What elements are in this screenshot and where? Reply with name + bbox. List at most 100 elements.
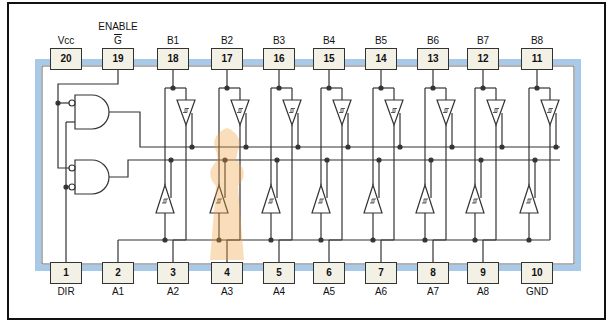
hysteresis-mark [237, 109, 243, 113]
enable-stub [501, 113, 502, 147]
wire [495, 125, 496, 240]
junction-dot [398, 145, 402, 149]
wire [483, 239, 550, 240]
hysteresis-mark [422, 199, 428, 203]
enable-stub [378, 160, 379, 198]
wire [474, 88, 475, 185]
pin-box: B712 [467, 48, 499, 70]
pin-number: 19 [103, 49, 133, 69]
wire [185, 88, 186, 100]
pin-box: ENABLEG19 [102, 48, 134, 70]
wire [393, 88, 394, 100]
wire [445, 125, 446, 240]
junction-dot [371, 238, 375, 242]
junction-dot [225, 86, 229, 90]
junction-dot [269, 238, 273, 242]
hysteresis-mark [370, 199, 376, 203]
enable-stub [170, 160, 171, 198]
hysteresis-mark [339, 109, 345, 113]
wire [58, 70, 118, 168]
pin-number: 12 [468, 49, 498, 69]
enable-stub [480, 160, 481, 198]
inverter-bubble [69, 184, 75, 190]
pin-box: 9A8 [467, 262, 499, 284]
wire [372, 213, 373, 240]
pin-box: B217 [211, 48, 243, 70]
junction-dot [431, 86, 435, 90]
wire [291, 125, 292, 240]
hysteresis-mark [493, 109, 499, 113]
enable-bus [109, 112, 560, 147]
junction-dot [171, 86, 175, 90]
pin-number: 1 [51, 263, 81, 283]
wire [445, 88, 446, 100]
enable-stub [451, 113, 452, 147]
pin-name: B7 [477, 35, 489, 47]
wire [495, 88, 496, 100]
wire [482, 70, 483, 88]
wire [432, 70, 433, 88]
junction-dot [500, 145, 504, 149]
pin-box: 6A5 [313, 262, 345, 284]
junction-dot [163, 238, 167, 242]
junction-dot [190, 145, 194, 149]
pin-name: B3 [273, 35, 285, 47]
wire [239, 88, 240, 100]
pin-number: 8 [418, 263, 448, 283]
junction-dot [535, 86, 539, 90]
wire [424, 213, 425, 240]
wire [328, 70, 329, 88]
pin-box: B811 [521, 48, 553, 70]
wire [270, 213, 271, 240]
junction-dot [533, 158, 537, 162]
hysteresis-mark [547, 109, 553, 113]
pin-box: 2A1 [102, 262, 134, 284]
pin-number: 10 [522, 263, 552, 283]
pin-name: G [114, 35, 122, 47]
hysteresis-mark [268, 199, 274, 203]
enable-stub [555, 113, 556, 147]
wire [372, 88, 373, 185]
pin-number: 6 [314, 263, 344, 283]
junction-dot [346, 145, 350, 149]
watermark-logo [210, 128, 244, 260]
pin-name: A6 [375, 286, 387, 298]
wire [393, 125, 394, 240]
junction-dot [377, 158, 381, 162]
enable-stub [347, 113, 348, 147]
pin-box: Vcc20 [50, 48, 82, 70]
junction-dot [244, 145, 248, 149]
hysteresis-mark [472, 199, 478, 203]
junction-dot [423, 238, 427, 242]
hysteresis-mark [526, 199, 532, 203]
wire [528, 213, 529, 240]
junction-dot [527, 238, 531, 242]
pin-box: B613 [417, 48, 449, 70]
pin-name: A2 [167, 286, 179, 298]
pin-box: B514 [365, 48, 397, 70]
pin-name: A8 [477, 286, 489, 298]
pin-name: A7 [427, 286, 439, 298]
wire [341, 125, 342, 240]
pin-box: 7A6 [365, 262, 397, 284]
hysteresis-mark [183, 109, 189, 113]
wire [66, 187, 69, 262]
pin-number: 20 [51, 49, 81, 69]
junction-dot [277, 86, 281, 90]
junction-dot [479, 158, 483, 162]
enable-stub [276, 160, 277, 198]
enable-stub [399, 113, 400, 147]
enable-bus [109, 160, 560, 177]
wiring [56, 70, 560, 262]
wire [164, 213, 165, 240]
and-gate [75, 160, 109, 194]
enable-stub [245, 113, 246, 147]
wire [482, 240, 483, 262]
pin-name: A3 [221, 286, 233, 298]
pin-box: 8A7 [417, 262, 449, 284]
wire [65, 122, 66, 187]
wire [278, 70, 279, 88]
chip-body [38, 62, 578, 268]
wire [270, 88, 271, 185]
